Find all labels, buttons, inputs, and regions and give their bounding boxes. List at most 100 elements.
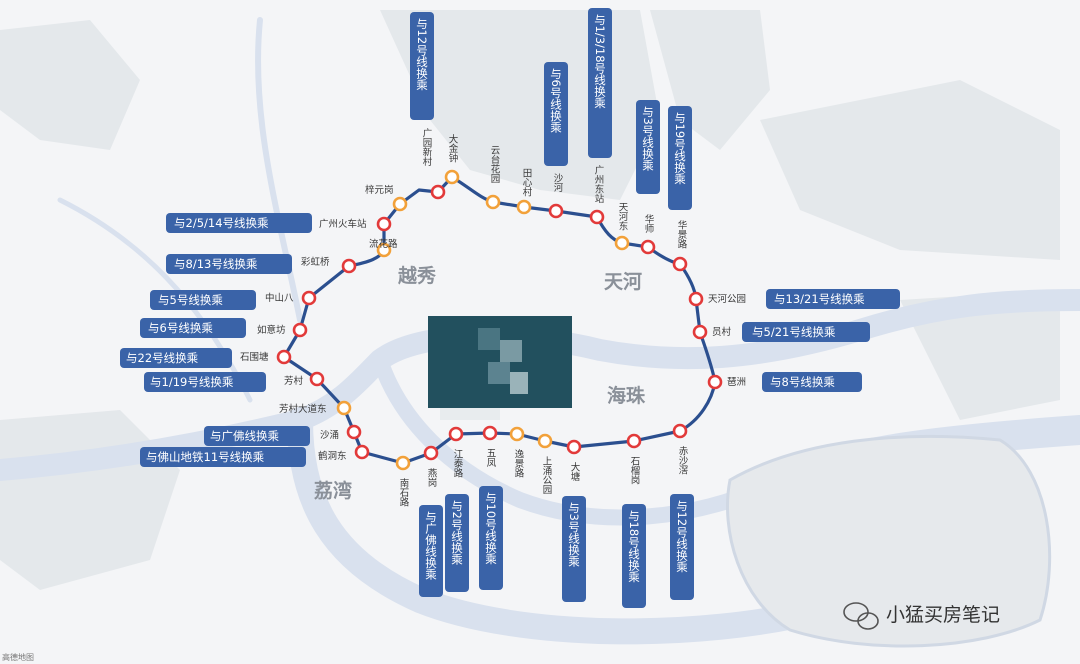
- station-name: 南石路: [398, 477, 410, 507]
- transfer-tag[interactable]: [766, 289, 900, 309]
- transfer-tag-text: 与广佛线换乘: [424, 511, 438, 581]
- transfer-tag[interactable]: [166, 213, 312, 233]
- district-label: 海珠: [607, 384, 646, 407]
- transfer-tag-text: 与3号线换乘: [567, 502, 581, 567]
- station-name: 石围塘: [240, 351, 269, 363]
- station-name: 田心村: [521, 168, 533, 197]
- transfer-tag-text: 与18号线换乘: [627, 510, 641, 583]
- station-marker[interactable]: [392, 196, 408, 212]
- station-marker[interactable]: [341, 258, 357, 274]
- transfer-tag[interactable]: [166, 254, 292, 274]
- station-marker[interactable]: [423, 445, 439, 461]
- wechat-icon: [843, 602, 879, 630]
- station-marker[interactable]: [395, 455, 411, 471]
- station-marker[interactable]: [292, 322, 308, 338]
- map-credit: 高德地图: [2, 652, 34, 662]
- transfer-tag[interactable]: [419, 505, 443, 597]
- station-marker[interactable]: [692, 324, 708, 340]
- transfer-tag-text: 与1/19号线换乘: [150, 375, 234, 389]
- station-name: 江泰路: [452, 449, 464, 478]
- station-name: 大金钟: [447, 133, 459, 163]
- station-marker[interactable]: [336, 400, 352, 416]
- station-name: 员村: [712, 326, 732, 338]
- transfer-tag[interactable]: [588, 8, 612, 158]
- station-marker[interactable]: [444, 169, 460, 185]
- transfer-tag[interactable]: [562, 496, 586, 602]
- transfer-tag[interactable]: [410, 12, 434, 120]
- station-marker[interactable]: [548, 203, 564, 219]
- transfer-tag[interactable]: [544, 62, 568, 166]
- station-name: 云台花园: [489, 145, 501, 184]
- station-name: 华师: [643, 213, 655, 234]
- transfer-tag[interactable]: [762, 372, 862, 392]
- transfer-tag[interactable]: [670, 494, 694, 600]
- station-name: 大塘: [569, 461, 581, 482]
- station-name: 流花路: [369, 238, 398, 250]
- station-name: 天河东: [617, 202, 629, 231]
- station-marker[interactable]: [354, 444, 370, 460]
- station-name: 琶洲: [727, 377, 746, 388]
- transfer-tag[interactable]: [204, 426, 310, 446]
- station-name: 广州火车站: [319, 218, 367, 230]
- station-marker[interactable]: [688, 291, 704, 307]
- station-name: 沙涌: [320, 430, 339, 441]
- station-marker[interactable]: [509, 426, 525, 442]
- transfer-tag-text: 与13/21号线换乘: [774, 292, 865, 306]
- station-marker[interactable]: [346, 424, 362, 440]
- station-marker[interactable]: [614, 235, 630, 251]
- station-name: 燕岗: [426, 467, 438, 487]
- station-name: 中山八: [265, 292, 294, 304]
- station-marker[interactable]: [276, 349, 292, 365]
- transfer-tag-text: 与2号线换乘: [450, 500, 464, 565]
- station-name: 赤沙滘: [677, 446, 689, 475]
- station-marker[interactable]: [485, 194, 501, 210]
- transfer-tag-text: 与8/13号线换乘: [174, 257, 258, 271]
- pixelated-block: [428, 316, 572, 420]
- transfer-tag[interactable]: [144, 372, 266, 392]
- transfer-tag[interactable]: [445, 494, 469, 592]
- transfer-tag-text: 与5/21号线换乘: [752, 325, 836, 339]
- station-marker[interactable]: [672, 256, 688, 272]
- station-marker[interactable]: [516, 199, 532, 215]
- station-name: 沙河: [552, 173, 564, 192]
- station-marker[interactable]: [430, 184, 446, 200]
- station-marker[interactable]: [301, 290, 317, 306]
- station-name: 广州东站: [593, 164, 605, 204]
- transfer-tag-text: 与5号线换乘: [158, 293, 223, 307]
- station-marker[interactable]: [640, 239, 656, 255]
- transfer-tag[interactable]: [140, 447, 306, 467]
- transfer-tag[interactable]: [140, 318, 246, 338]
- transfer-tag[interactable]: [479, 486, 503, 590]
- transfer-tag[interactable]: [668, 106, 692, 210]
- transfer-tag[interactable]: [120, 348, 232, 368]
- station-labels: 广园新村 大金钟 云台花园 田心村 沙河 广州东站 天河东 华师 华景路 天河公…: [240, 127, 746, 507]
- district-label: 荔湾: [314, 479, 352, 502]
- station-marker[interactable]: [537, 433, 553, 449]
- transfer-tag-text: 与19号线换乘: [673, 112, 687, 185]
- transfer-tag-text: 与6号线换乘: [549, 68, 563, 133]
- district-label: 天河: [604, 271, 642, 293]
- station-name: 梓元岗: [365, 184, 394, 196]
- transfer-tags: 与12号线换乘 与1/3/18号线换乘 与6号线换乘 与3号线换乘 与19号线换…: [120, 8, 900, 608]
- station-name: 五凤: [485, 448, 497, 468]
- station-marker[interactable]: [707, 374, 723, 390]
- station-marker[interactable]: [482, 425, 498, 441]
- station-name: 芳村: [284, 375, 304, 387]
- station-marker[interactable]: [672, 423, 688, 439]
- station-marker[interactable]: [376, 242, 392, 258]
- transfer-tag[interactable]: [742, 322, 870, 342]
- transfer-tag[interactable]: [636, 100, 660, 194]
- station-marker[interactable]: [589, 209, 605, 225]
- station-marker[interactable]: [566, 439, 582, 455]
- station-marker[interactable]: [448, 426, 464, 442]
- transfer-tag-text: 与2/5/14号线换乘: [174, 216, 269, 230]
- watermark: 小猛买房笔记: [843, 602, 1000, 630]
- station-marker[interactable]: [376, 216, 392, 232]
- stations: [276, 169, 723, 471]
- transfer-tag[interactable]: [622, 504, 646, 608]
- station-marker[interactable]: [309, 371, 325, 387]
- station-marker[interactable]: [626, 433, 642, 449]
- station-name: 逸景路: [513, 449, 525, 478]
- transfer-tag[interactable]: [150, 290, 256, 310]
